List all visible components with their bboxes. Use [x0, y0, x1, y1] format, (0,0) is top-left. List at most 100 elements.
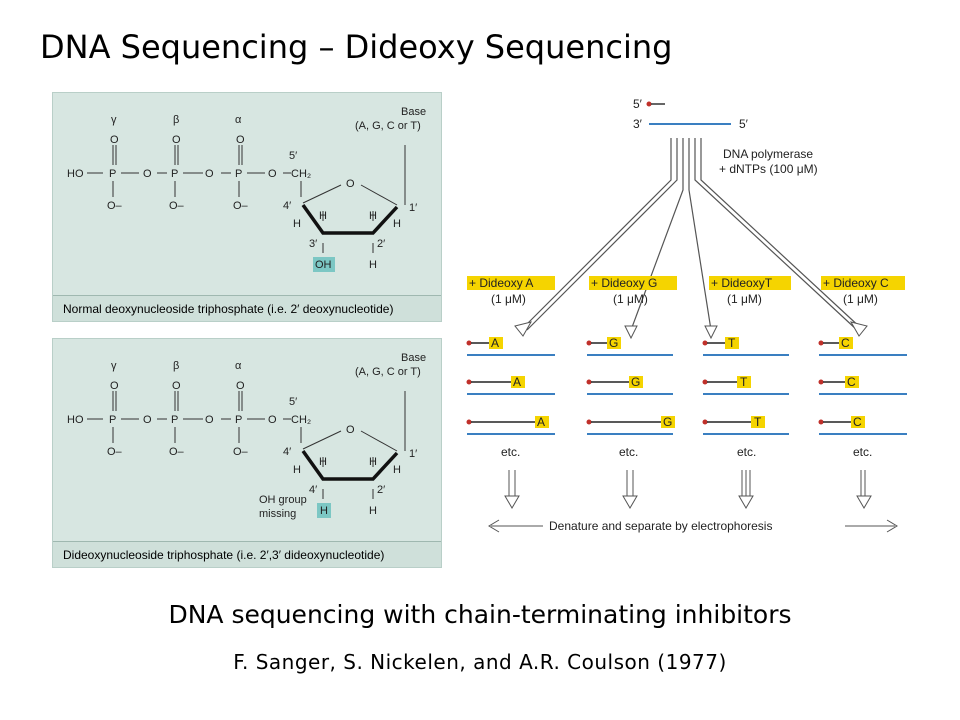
- svg-text:etc.: etc.: [853, 445, 872, 459]
- svg-text:P: P: [235, 168, 242, 180]
- svg-text:H: H: [293, 218, 301, 230]
- svg-text:A: A: [491, 336, 499, 350]
- svg-text:G: G: [663, 415, 672, 429]
- svg-text:α: α: [235, 360, 242, 372]
- svg-text:1′: 1′: [409, 448, 417, 460]
- svg-text:missing: missing: [259, 508, 296, 520]
- svg-text:CH₂: CH₂: [291, 414, 311, 426]
- svg-text:etc.: etc.: [619, 445, 638, 459]
- svg-text:C: C: [841, 336, 850, 350]
- svg-text:P: P: [109, 168, 116, 180]
- alpha-label: α: [235, 114, 242, 126]
- sequencing-scheme: 5′ 3′ 5′ DNA polymerase + dNTPs (100 μM)…: [466, 97, 907, 533]
- gamma-label: γ: [111, 114, 117, 126]
- svg-text:H: H: [369, 210, 377, 222]
- svg-text:H: H: [393, 218, 401, 230]
- svg-text:O: O: [346, 178, 355, 190]
- svg-text:CH₂: CH₂: [291, 168, 311, 180]
- svg-text:(1 μM): (1 μM): [727, 292, 762, 306]
- reaction-label-a: + Dideoxy A: [469, 276, 533, 290]
- svg-text:C: C: [847, 375, 856, 389]
- svg-text:P: P: [171, 414, 178, 426]
- svg-text:O–: O–: [233, 200, 249, 212]
- five-prime-label: 5′: [633, 97, 643, 111]
- svg-text:P: P: [109, 414, 116, 426]
- base-label: Base: [401, 106, 426, 118]
- svg-text:4′: 4′: [283, 446, 291, 458]
- svg-text:etc.: etc.: [737, 445, 756, 459]
- svg-text:HO: HO: [67, 168, 84, 180]
- svg-text:H: H: [393, 464, 401, 476]
- svg-text:O: O: [172, 134, 181, 146]
- fragments-a: A A A etc.: [466, 336, 555, 459]
- svg-text:(1 μM): (1 μM): [843, 292, 878, 306]
- oh-group: OH: [315, 259, 332, 271]
- svg-text:A: A: [513, 375, 521, 389]
- svg-text:O: O: [110, 380, 119, 392]
- five-prime-right-label: 5′: [739, 117, 749, 131]
- oh-missing-note: OH group: [259, 494, 307, 506]
- svg-text:2′: 2′: [377, 238, 385, 250]
- svg-text:4′: 4′: [283, 200, 291, 212]
- svg-text:G: G: [631, 375, 640, 389]
- down-arrows: [504, 470, 872, 509]
- svg-text:O: O: [346, 424, 355, 436]
- svg-text:4′: 4′: [309, 484, 317, 496]
- svg-text:P: P: [235, 414, 242, 426]
- svg-text:O–: O–: [107, 200, 123, 212]
- base-options: (A, G, C or T): [355, 120, 421, 132]
- ddntp-caption: Dideoxynucleoside triphosphate (i.e. 2′,…: [53, 541, 441, 567]
- svg-text:O–: O–: [169, 200, 185, 212]
- reaction-labels: + Dideoxy A (1 μM) + Dideoxy G (1 μM) + …: [467, 276, 905, 306]
- svg-text:1′: 1′: [409, 202, 417, 214]
- dntp-caption: Normal deoxynucleoside triphosphate (i.e…: [53, 295, 441, 321]
- reaction-label-c: + Dideoxy C: [823, 276, 889, 290]
- slide-title: DNA Sequencing – Dideoxy Sequencing: [40, 28, 673, 66]
- svg-text:β: β: [173, 360, 179, 372]
- reaction-label-g: + Dideoxy G: [591, 276, 657, 290]
- svg-text:HO: HO: [67, 414, 84, 426]
- svg-text:G: G: [609, 336, 618, 350]
- svg-text:O–: O–: [233, 446, 249, 458]
- main-caption: DNA sequencing with chain-terminating in…: [168, 600, 792, 629]
- ddntp-structure: γ β α O O O HO P O P O P O CH₂ O– O– O– …: [67, 352, 426, 520]
- svg-text:Base: Base: [401, 352, 426, 364]
- svg-text:5′: 5′: [289, 396, 297, 408]
- svg-text:P: P: [171, 168, 178, 180]
- dntp-structure: γ β α O O O HO P O P O P O CH₂ O– O– O– …: [67, 106, 426, 272]
- svg-text:H: H: [293, 464, 301, 476]
- svg-text:O–: O–: [107, 446, 123, 458]
- svg-text:5′: 5′: [289, 150, 297, 162]
- svg-text:H: H: [369, 505, 377, 517]
- h-group: H: [320, 505, 328, 517]
- svg-text:C: C: [853, 415, 862, 429]
- svg-text:H: H: [319, 456, 327, 468]
- fragments-g: G G G etc.: [586, 336, 675, 459]
- dntp-conc-label: + dNTPs (100 μM): [719, 162, 818, 176]
- electrophoresis-arrow: [488, 519, 898, 533]
- fragments-c: C C C etc.: [818, 336, 907, 459]
- svg-text:H: H: [369, 456, 377, 468]
- reaction-label-t: + DideoxyT: [711, 276, 773, 290]
- svg-text:O: O: [205, 414, 214, 426]
- svg-text:O: O: [236, 380, 245, 392]
- dntp-panel: γ β α O O O HO P O P O P O CH₂ O– O– O– …: [52, 92, 442, 322]
- citation: F. Sanger, S. Nickelen, and A.R. Coulson…: [233, 650, 727, 674]
- svg-text:A: A: [537, 415, 545, 429]
- svg-text:T: T: [754, 415, 762, 429]
- svg-text:T: T: [728, 336, 736, 350]
- svg-text:O: O: [110, 134, 119, 146]
- svg-text:(1 μM): (1 μM): [613, 292, 648, 306]
- beta-label: β: [173, 114, 179, 126]
- electrophoresis-label: Denature and separate by electrophoresis: [549, 519, 772, 533]
- svg-text:O: O: [268, 168, 277, 180]
- svg-text:O–: O–: [169, 446, 185, 458]
- svg-text:O: O: [143, 168, 152, 180]
- svg-text:(A, G, C or T): (A, G, C or T): [355, 366, 421, 378]
- svg-text:γ: γ: [111, 360, 117, 372]
- svg-text:H: H: [319, 210, 327, 222]
- svg-text:H: H: [369, 259, 377, 271]
- svg-text:etc.: etc.: [501, 445, 520, 459]
- svg-text:O: O: [236, 134, 245, 146]
- svg-text:O: O: [205, 168, 214, 180]
